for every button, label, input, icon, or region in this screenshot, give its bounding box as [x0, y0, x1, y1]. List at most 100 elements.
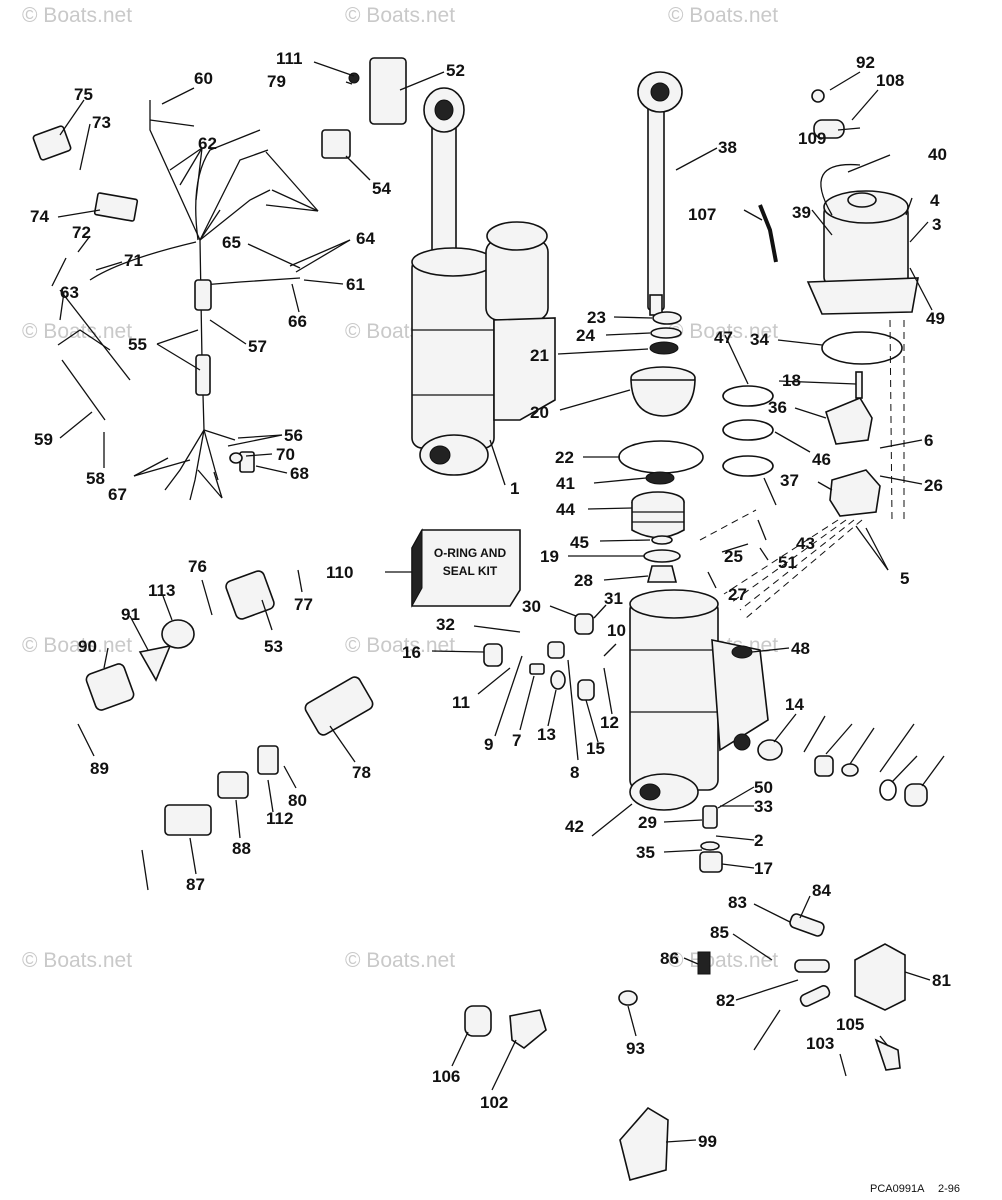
callout-label: 36 [768, 398, 787, 417]
callout-label: 67 [108, 485, 127, 504]
callout-label: 49 [926, 309, 945, 328]
callout-label: 74 [30, 207, 49, 226]
callout-label: 58 [86, 469, 105, 488]
callout-label: 56 [284, 426, 303, 445]
callout-label: 89 [90, 759, 109, 778]
watermark: © Boats.net [345, 634, 455, 657]
callout-label: 30 [522, 597, 541, 616]
callout-label: 110 [326, 563, 353, 582]
callout-label: 15 [586, 739, 605, 758]
callout-label: 2 [754, 831, 763, 850]
callout-label: 113 [148, 581, 175, 600]
electrical-parts [32, 57, 407, 836]
callout-label: 10 [607, 621, 626, 640]
callout-label: 68 [290, 464, 309, 483]
callout-label: 31 [604, 589, 623, 608]
callout-label: 20 [530, 403, 549, 422]
callout-label: 35 [636, 843, 655, 862]
kit-label-line2: SEAL KIT [443, 564, 498, 578]
seal-stack [618, 311, 704, 583]
callout-label: 99 [698, 1132, 717, 1151]
valve-bodies [825, 371, 881, 517]
callout-label: 57 [248, 337, 267, 356]
callout-label: 55 [128, 335, 147, 354]
figure-date-text: 2-96 [938, 1183, 960, 1195]
watermark: © Boats.net [668, 4, 778, 27]
callout-label: 72 [72, 223, 91, 242]
callout-label: 112 [266, 809, 293, 828]
callout-label: 52 [446, 61, 465, 80]
callout-label: 13 [537, 725, 556, 744]
callout-label: 64 [356, 229, 375, 248]
callout-label: 86 [660, 949, 679, 968]
callout-label: 43 [796, 534, 815, 553]
callout-label: 50 [754, 778, 773, 797]
callout-label: 14 [785, 695, 804, 714]
piston-rod [637, 71, 683, 316]
callout-label: 108 [876, 71, 904, 90]
callout-label: 54 [372, 179, 391, 198]
callout-label: 91 [121, 605, 140, 624]
callout-label: 33 [754, 797, 773, 816]
leader-lines [51, 61, 945, 1143]
wiring-harness [57, 100, 301, 501]
callout-label: 6 [924, 431, 933, 450]
callout-label: 24 [576, 326, 595, 345]
callout-label: 48 [791, 639, 810, 658]
callout-label: 71 [124, 251, 143, 270]
seal-kit-box: O-RING AND SEAL KIT [411, 528, 521, 608]
callout-label: 27 [728, 585, 747, 604]
callout-label: 60 [194, 69, 213, 88]
callout-label: 12 [600, 713, 619, 732]
callout-label: 44 [556, 500, 575, 519]
callout-label: 65 [222, 233, 241, 252]
callout-label: 18 [782, 371, 801, 390]
figure-code: PCA0991A 2-96 [870, 1183, 960, 1195]
callout-label: 51 [778, 553, 797, 572]
callout-label: 92 [856, 53, 875, 72]
kit-label-line1: O-RING AND [434, 546, 507, 560]
callout-labels: 1 2 3 4 5 6 7 8 9 10 11 12 13 14 15 16 1… [30, 49, 951, 1151]
callout-label: 85 [710, 923, 729, 942]
callout-label: 61 [346, 275, 365, 294]
watermark: © Boats.net [668, 320, 778, 343]
callout-label: 46 [812, 450, 831, 469]
callout-label: 34 [750, 330, 769, 349]
callout-label: 90 [78, 637, 97, 656]
callout-label: 75 [74, 85, 93, 104]
callout-label: 16 [402, 643, 421, 662]
watermark: © Boats.net [22, 4, 132, 27]
callout-label: 37 [780, 471, 799, 490]
o-rings [722, 331, 903, 477]
callout-label: 81 [932, 971, 951, 990]
callout-label: 22 [555, 448, 574, 467]
callout-label: 77 [294, 595, 313, 614]
part-drawings: O-RING AND SEAL KIT [32, 57, 928, 1181]
callout-label: 5 [900, 569, 909, 588]
callout-label: 80 [288, 791, 307, 810]
callout-label: 111 [276, 49, 303, 68]
trim-tilt-assembly [411, 87, 556, 476]
callout-label: 8 [570, 763, 579, 782]
callout-label: 23 [587, 308, 606, 327]
callout-label: 42 [565, 817, 584, 836]
callout-label: 21 [530, 346, 549, 365]
callout-label: 70 [276, 445, 295, 464]
callout-label: 40 [928, 145, 947, 164]
callout-label: 25 [724, 547, 743, 566]
callout-label: 62 [198, 134, 217, 153]
callout-label: 103 [806, 1034, 834, 1053]
callout-label: 59 [34, 430, 53, 449]
callout-label: 102 [480, 1093, 508, 1112]
callout-label: 32 [436, 615, 455, 634]
callout-label: 87 [186, 875, 205, 894]
callout-label: 93 [626, 1039, 645, 1058]
callout-label: 82 [716, 991, 735, 1010]
tilt-cylinder [629, 589, 769, 811]
watermark: © Boats.net [668, 949, 778, 972]
watermark: © Boats.net [22, 634, 132, 657]
callout-label: 39 [792, 203, 811, 222]
callout-label: 4 [930, 191, 940, 210]
callout-label: 84 [812, 881, 831, 900]
